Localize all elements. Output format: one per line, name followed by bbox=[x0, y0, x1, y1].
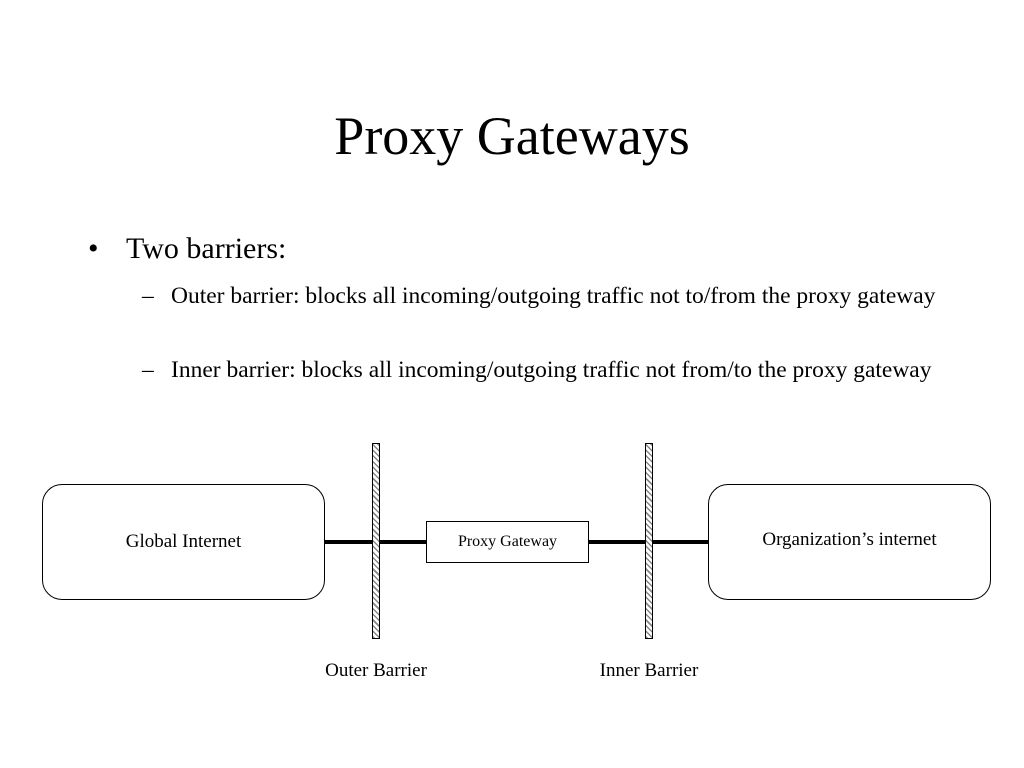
connection-line-global-outer bbox=[325, 540, 372, 544]
bullet-text: Two barriers: bbox=[126, 232, 287, 265]
inner-barrier-wall bbox=[645, 443, 653, 639]
global-internet-box: Global Internet bbox=[42, 484, 325, 600]
connection-line-outer-proxy bbox=[380, 540, 426, 544]
outer-barrier-label: Outer Barrier bbox=[325, 660, 427, 681]
proxy-gateway-box: Proxy Gateway bbox=[426, 521, 589, 563]
sub-bullet-marker: – bbox=[142, 357, 154, 383]
outer-barrier-wall bbox=[372, 443, 380, 639]
inner-barrier-label: Inner Barrier bbox=[599, 660, 699, 681]
proxy-gateway-label: Proxy Gateway bbox=[457, 533, 558, 550]
sub-bullet-text: Inner barrier: blocks all incoming/outgo… bbox=[171, 357, 932, 383]
sub-bullet-text: Outer barrier: blocks all incoming/outgo… bbox=[171, 283, 936, 309]
bullet-marker: • bbox=[88, 232, 99, 265]
organization-internet-label: Organization’s internet bbox=[762, 529, 937, 550]
connection-line-proxy-inner bbox=[589, 540, 645, 544]
global-internet-label: Global Internet bbox=[125, 531, 242, 552]
connection-line-inner-org bbox=[653, 540, 708, 544]
sub-bullet-marker: – bbox=[142, 283, 154, 309]
bullet-list: • Two barriers: – Outer barrier: blocks … bbox=[88, 232, 936, 383]
slide-title: Proxy Gateways bbox=[334, 106, 690, 166]
organization-internet-box: Organization’s internet bbox=[708, 484, 991, 600]
